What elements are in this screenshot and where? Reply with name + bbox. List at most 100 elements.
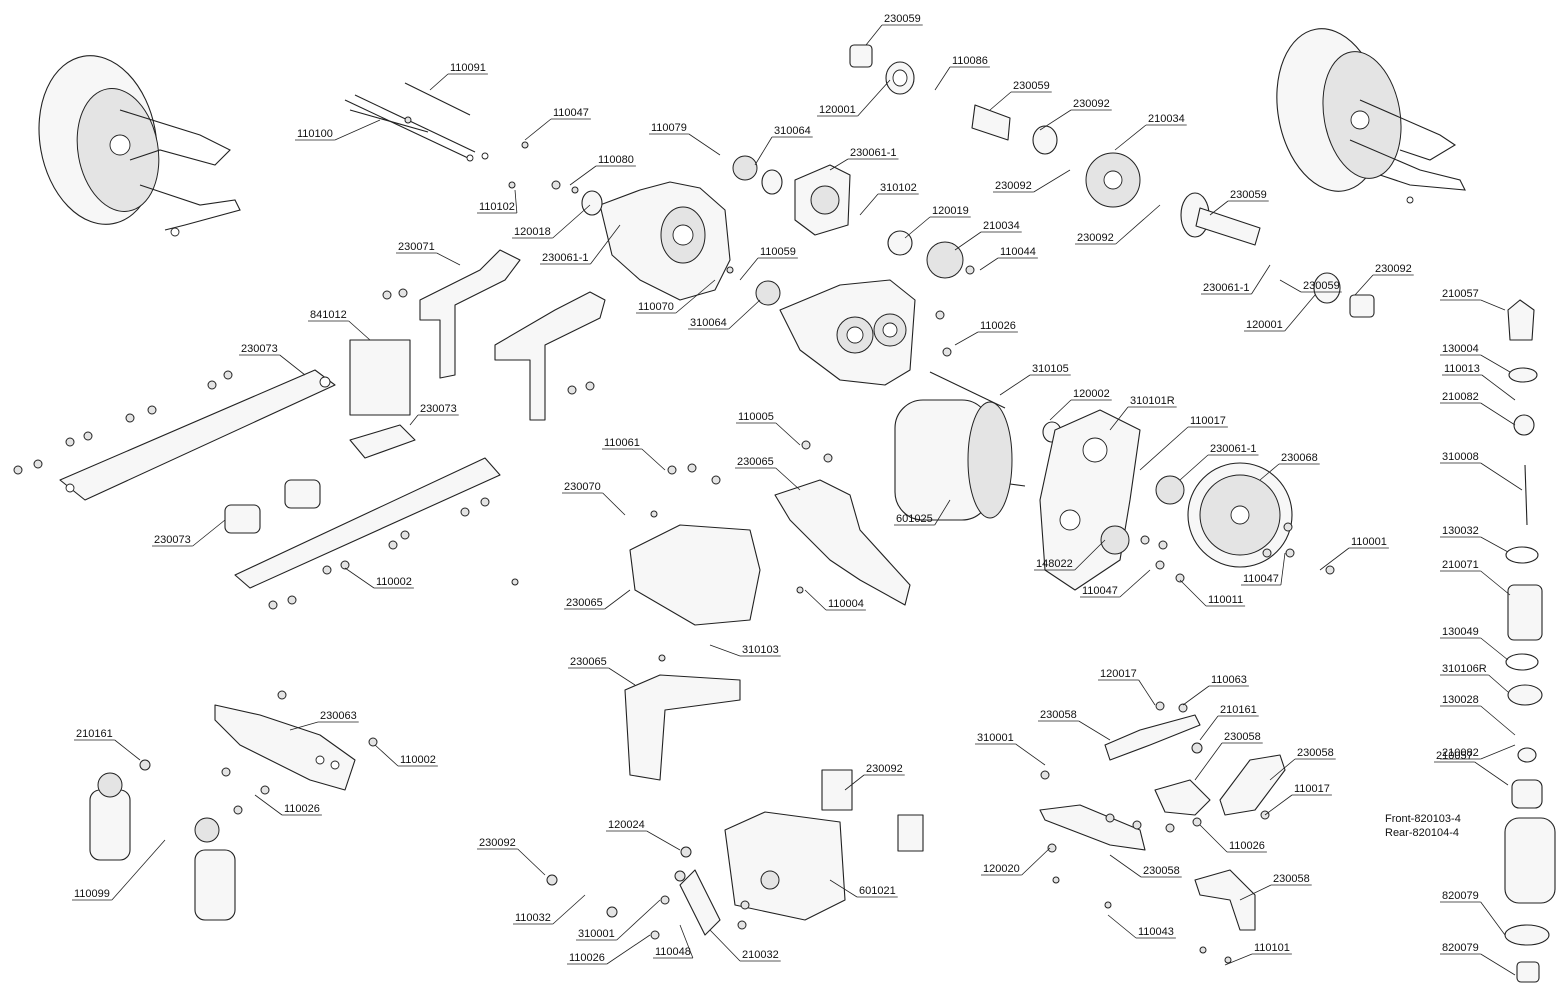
part-callout: 230092	[1039, 98, 1112, 131]
leader-line	[904, 216, 931, 239]
part-number-label: 230061-1	[542, 252, 589, 264]
part-number-label: 120024	[608, 819, 645, 831]
part-callout: 110026	[254, 794, 322, 816]
part-number-label: 110013	[1444, 363, 1480, 375]
part-number-label: 120020	[983, 863, 1020, 875]
leader-line	[1488, 674, 1509, 693]
leader-line	[1480, 299, 1506, 311]
part-number-label: 230061-1	[1203, 282, 1250, 294]
part-callout: 110091	[429, 62, 488, 91]
leader-line	[334, 119, 381, 141]
leader-line	[1179, 579, 1207, 607]
leader-line	[1251, 264, 1271, 295]
part-number-label: 120017	[1100, 668, 1137, 680]
part-callout: 110002	[374, 744, 438, 767]
part-callout: 110017	[1139, 415, 1228, 471]
part-callout: 210082	[1440, 744, 1516, 760]
leader-line	[1199, 715, 1219, 741]
part-number-label: 110099	[74, 888, 110, 900]
part-callout: 230073	[152, 519, 226, 547]
part-number-label: 210082	[1442, 391, 1479, 403]
leader-line	[1182, 685, 1210, 706]
standoffs	[224, 249, 606, 534]
part-number-label: 210161	[76, 728, 113, 740]
part-callout: 110059	[739, 246, 798, 281]
leader-line	[829, 158, 849, 171]
part-number-label: 310103	[742, 644, 779, 656]
leader-line	[1239, 884, 1272, 901]
part-number-label: 110059	[760, 246, 796, 258]
part-callout: 601025	[894, 499, 951, 526]
part-number-label: 110026	[980, 320, 1016, 332]
part-callout: 230059	[865, 13, 923, 46]
part-callout: 130004	[1440, 343, 1511, 373]
part-callout: 110005	[736, 411, 801, 446]
leader-line	[1480, 536, 1509, 553]
part-callout: 120020	[981, 847, 1051, 876]
wheel-front-left	[38, 55, 241, 237]
leader-line	[1480, 705, 1516, 736]
part-number-label: 210034	[1148, 113, 1185, 125]
part-callout: 120017	[1098, 668, 1156, 706]
diff-gear-case	[794, 152, 1141, 279]
leader-line	[344, 567, 375, 589]
part-number-label: 230092	[1073, 98, 1110, 110]
part-callout: 110013	[1442, 363, 1516, 401]
leader-line	[641, 448, 666, 471]
leader-line	[934, 499, 951, 526]
part-number-label: 230061-1	[1210, 443, 1257, 455]
motor	[894, 371, 1026, 521]
part-callout: 230058	[1269, 747, 1336, 781]
part-number-label: 230092	[866, 763, 903, 775]
part-callout: 601021	[829, 879, 898, 898]
part-number-label: 130004	[1442, 343, 1479, 355]
part-callout: 230065	[568, 656, 636, 686]
part-number-label: 110047	[1243, 573, 1279, 585]
leader-line	[429, 73, 449, 91]
part-callout: 230092	[1075, 204, 1161, 245]
leader-line	[1115, 204, 1161, 245]
part-callout: 310064	[688, 299, 761, 330]
part-callout: 820079	[1440, 942, 1516, 976]
part-callout: 110080	[569, 154, 636, 186]
part-callout: 230065	[564, 589, 631, 610]
part-callout: 120019	[904, 205, 971, 239]
leader-line	[954, 231, 982, 251]
part-callout: 310001	[576, 899, 661, 941]
part-number-label: 110026	[569, 952, 605, 964]
gearbox-housing-rear	[599, 181, 731, 301]
gearbox-housing-front	[779, 279, 916, 386]
part-number-label: 110048	[655, 946, 691, 958]
part-number-label: 110101	[1254, 942, 1290, 954]
part-callout: 210034	[954, 220, 1022, 251]
part-callout: 230065	[735, 456, 801, 491]
leader-line	[1480, 953, 1516, 976]
chassis-rails	[59, 369, 501, 589]
leader-line	[111, 839, 166, 901]
part-callout: 230059	[1279, 279, 1342, 293]
part-callout: 230068	[1259, 452, 1320, 481]
long-screws	[344, 82, 489, 162]
part-callout: 310008	[1440, 451, 1523, 491]
leader-line	[709, 644, 741, 657]
leader-line	[1279, 279, 1302, 293]
part-number-label: 310064	[690, 317, 727, 329]
part-callout: 110026	[567, 934, 651, 965]
part-number-label: 210057	[1442, 288, 1479, 300]
part-number-label: 230065	[737, 456, 774, 468]
part-number-label: 820079	[1442, 890, 1479, 902]
leader-line	[590, 224, 621, 265]
leader-line	[1109, 406, 1129, 431]
part-label-layer: 2300591100911100862300591200011100471101…	[72, 13, 1523, 976]
part-callout: 210032	[709, 929, 781, 962]
part-callout: 310103	[709, 644, 781, 657]
part-callout: 230071	[396, 241, 461, 266]
part-number-label: 110002	[376, 576, 412, 588]
part-number-label: 210034	[983, 220, 1020, 232]
leader-line	[775, 422, 801, 446]
part-number-label: 110070	[638, 301, 674, 313]
leader-line	[1480, 637, 1509, 661]
part-callout: 110026	[954, 320, 1018, 346]
